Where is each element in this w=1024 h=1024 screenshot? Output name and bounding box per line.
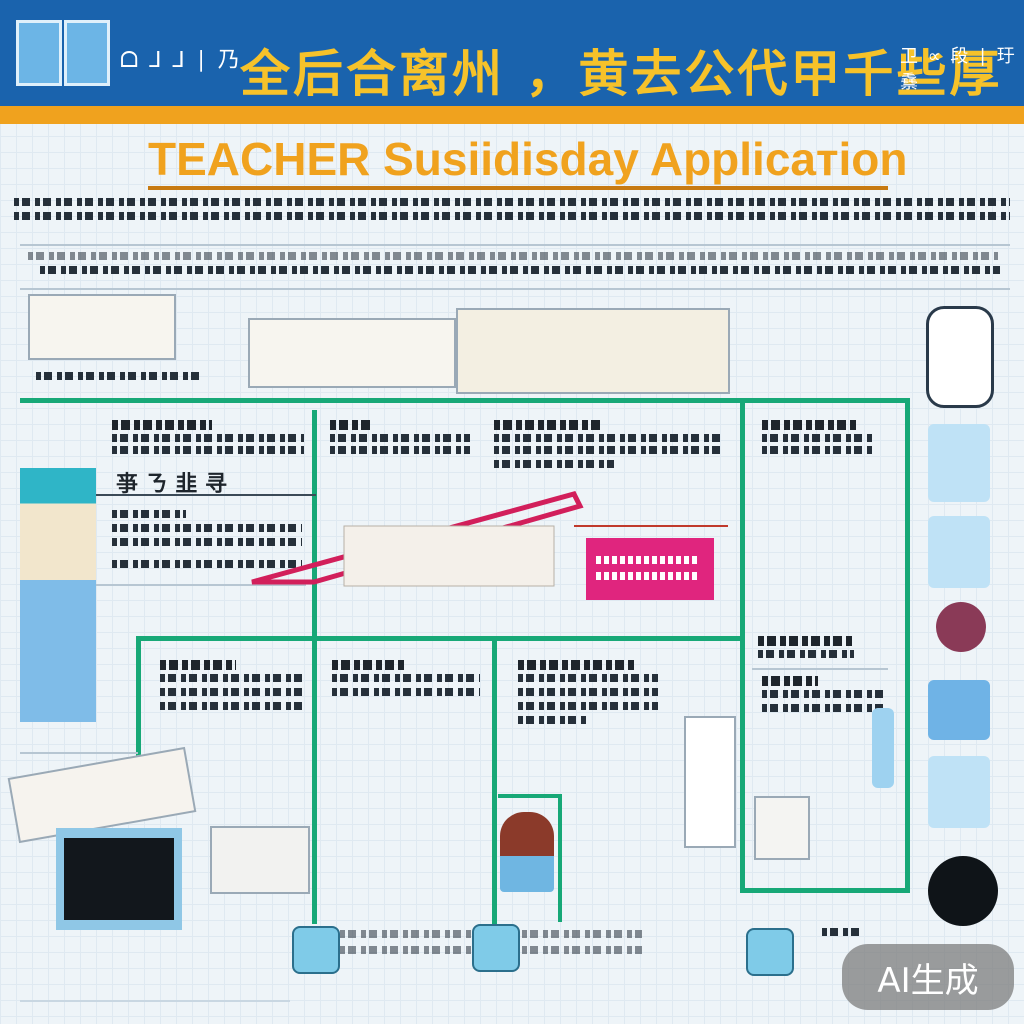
- flow-line: [905, 398, 910, 892]
- panel-text-line: [332, 674, 480, 682]
- highlight-text-line: [596, 556, 700, 564]
- tools-illustration: [456, 308, 730, 394]
- intro-text-line: [40, 266, 1000, 274]
- flow-line: [312, 410, 317, 924]
- bus-icon: [926, 306, 994, 408]
- footer-text-line: [522, 946, 642, 954]
- footer-text-line: [822, 928, 862, 936]
- panel-heading: [332, 660, 404, 670]
- panel-text-line: [494, 446, 724, 454]
- checklist-illustration: [684, 716, 736, 848]
- document-illustration: [28, 294, 176, 360]
- title-underline: [148, 186, 888, 190]
- panel-caption: 亊 ㄋ 韭 寻: [116, 472, 227, 497]
- highlight-text-line: [596, 572, 700, 580]
- panel-text-line: [518, 716, 588, 724]
- flow-line: [740, 888, 910, 893]
- divider: [20, 752, 138, 754]
- panel-text-line: [762, 690, 886, 698]
- server-icon: [936, 602, 986, 652]
- intro-text-line: [14, 198, 1010, 206]
- document-icon: [928, 756, 990, 828]
- panel-text-line: [494, 434, 724, 442]
- panel-text-line: [112, 446, 304, 454]
- footer-text-line: [522, 930, 642, 938]
- footer-text-line: [340, 930, 480, 938]
- pointer-line: [96, 494, 316, 496]
- building-logo-icon: [64, 20, 110, 86]
- flow-line: [492, 640, 497, 924]
- flow-line: [136, 636, 740, 641]
- panel-heading: [762, 420, 858, 430]
- header-stripe: [0, 106, 1024, 124]
- test-tube-icon: [872, 708, 894, 788]
- flow-line: [558, 794, 562, 922]
- document-icon: [928, 516, 990, 588]
- panel-text-line: [330, 446, 470, 454]
- panel-heading: [112, 420, 212, 430]
- face-icon: [928, 856, 998, 926]
- divider: [20, 244, 1010, 246]
- caption-text-line: [36, 372, 202, 380]
- panel-text-line: [112, 538, 302, 546]
- intro-text-line: [28, 252, 998, 260]
- panel-text-line: [112, 560, 302, 568]
- panel-text-line: [112, 434, 304, 442]
- building-logo-icon: [16, 20, 62, 86]
- flow-line: [136, 636, 141, 756]
- panel-heading: [160, 660, 236, 670]
- chart-illustration: [248, 318, 456, 388]
- bucket-icon: [292, 926, 340, 974]
- panel-heading: [762, 676, 818, 686]
- panel-heading: [494, 420, 604, 430]
- header-left-text: ᗝ ⅃ ⅃ ∣ 乃: [120, 48, 242, 73]
- panel-text-line: [160, 702, 304, 710]
- panel-text-line: [160, 688, 304, 696]
- highlight-box: [586, 538, 714, 600]
- panel-heading: [330, 420, 370, 430]
- panel-text-line: [330, 434, 470, 442]
- panel-text-line: [518, 674, 658, 682]
- panel-text-line: [518, 702, 658, 710]
- header-right-text: 卫 ∝ 段 ∣ 玗䄟: [900, 46, 1017, 93]
- panel-text-line: [112, 524, 302, 532]
- panel-text-line: [762, 434, 872, 442]
- person-icon: [500, 812, 554, 892]
- notes-illustration: [210, 826, 310, 894]
- photo-image: [64, 838, 174, 920]
- panel-text-line: [494, 460, 614, 468]
- panel-text-line: [112, 510, 186, 518]
- panel-heading: [518, 660, 634, 670]
- footer-text-line: [340, 946, 480, 954]
- document-icon: [928, 424, 990, 502]
- funnel-illustration: [251, 491, 728, 587]
- divider: [752, 668, 888, 670]
- panel-text-line: [518, 688, 658, 696]
- divider: [96, 584, 306, 586]
- header-banner: ᗝ ⅃ ⅃ ∣ 乃 全后合离州 ，黄去公代甲千些厚 卫 ∝ 段 ∣ 玗䄟: [0, 0, 1024, 106]
- panel-text-line: [762, 446, 872, 454]
- panel-text-line: [332, 688, 480, 696]
- panel-text-line: [758, 650, 854, 658]
- bucket-icon: [472, 924, 520, 972]
- palette-icon: [746, 928, 794, 976]
- flow-line: [740, 400, 745, 892]
- ruler-illustration: [20, 468, 96, 722]
- flow-line: [20, 398, 910, 403]
- header-cjk-title: 全后合离州 ，黄去公代甲千些厚: [240, 45, 1003, 103]
- divider: [20, 1000, 290, 1002]
- intro-text-line: [14, 212, 1010, 220]
- panel-heading: [758, 636, 854, 646]
- panel-text-line: [160, 674, 304, 682]
- flow-line: [498, 794, 562, 798]
- diagram-illustration: [754, 796, 810, 860]
- person-icon: [928, 680, 990, 740]
- ai-generated-badge: AI生成: [842, 944, 1014, 1010]
- photo-frame: [56, 828, 182, 930]
- page-title: TEACHER Susiidisday Applicaтion: [148, 133, 908, 185]
- divider: [20, 288, 1010, 290]
- panel-text-line: [762, 704, 886, 712]
